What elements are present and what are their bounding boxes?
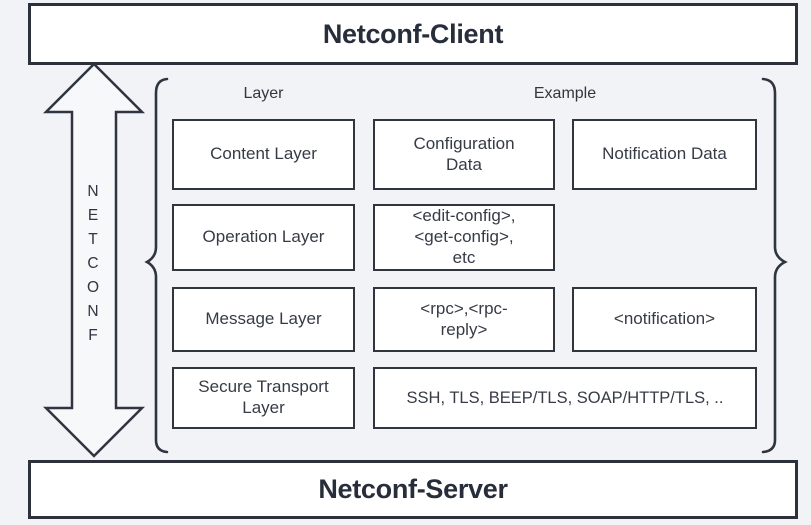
example-box-rpc-reply: <rpc>,<rpc-reply> [373,287,555,352]
netconf-server-label: Netconf-Server [318,474,508,504]
layer-box-label: Message Layer [205,309,322,329]
example-box-label: Configuration Data [413,133,515,174]
layer-box-content-layer: Content Layer [172,119,355,190]
netconf-server-box: Netconf-Server [28,460,798,519]
right-curly-brace-icon [761,77,788,454]
example-box-transport-protocols: SSH, TLS, BEEP/TLS, SOAP/HTTP/TLS, .. [373,367,757,429]
layer-column-header: Layer [243,85,284,102]
layer-box-operation-layer: Operation Layer [172,204,355,271]
example-box-label: <rpc>,<rpc-reply> [420,298,508,339]
example-box-label: <notification> [613,309,716,329]
example-box-label: SSH, TLS, BEEP/TLS, SOAP/HTTP/TLS, .. [406,388,724,407]
layer-box-label: Content Layer [210,144,317,164]
example-box-configuration-data: Configuration Data [373,119,555,190]
netconf-client-box: Netconf-Client [28,3,798,65]
left-curly-brace-icon [144,77,169,454]
example-box-label: Notification Data [602,144,727,164]
example-box-edit-get-config: <edit-config>, <get-config>, etc [373,204,555,271]
example-box-notification-data: Notification Data [572,119,757,190]
netconf-arrow-label: NETCONF [84,183,102,351]
example-column-header: Example [533,85,597,102]
layer-box-label: Secure Transport Layer [198,377,329,417]
layer-box-secure-transport-layer: Secure Transport Layer [172,367,355,429]
netconf-client-label: Netconf-Client [322,18,504,49]
layer-box-message-layer: Message Layer [172,287,355,352]
example-box-label: <edit-config>, <get-config>, etc [412,206,516,267]
example-box-notification-message: <notification> [572,287,757,352]
layer-box-label: Operation Layer [202,227,325,247]
